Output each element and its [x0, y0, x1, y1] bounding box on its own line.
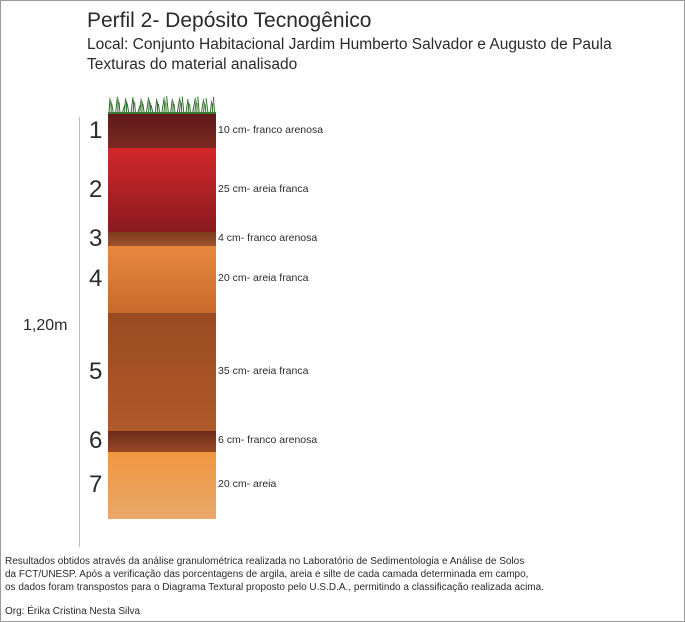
total-depth-label: 1,20m — [23, 317, 68, 334]
grass-icon — [108, 96, 216, 115]
layer-number-2: 2 — [89, 175, 103, 203]
layer-description-7: 20 cm- areia — [218, 478, 277, 491]
layer-description-3: 4 cm- franco arenosa — [218, 231, 318, 244]
footer-text-line-3: os dados foram transpostos para o Diagra… — [5, 582, 544, 593]
figure-title: Perfil 2- Depósito Tecnogênico — [87, 9, 372, 32]
layer-description-5: 35 cm- areia franca — [218, 365, 309, 378]
layer-number-1: 1 — [89, 116, 103, 144]
layer-description-6: 6 cm- franco arenosa — [218, 434, 318, 447]
soil-layer-5 — [108, 313, 216, 432]
location-subtitle: Local: Conjunto Habitacional Jardim Humb… — [87, 36, 612, 53]
layer-number-7: 7 — [89, 471, 103, 499]
depth-scale-line — [79, 117, 80, 547]
soil-layer-3 — [108, 232, 216, 246]
layer-number-3: 3 — [89, 224, 103, 252]
layer-description-1: 10 cm- franco arenosa — [218, 123, 324, 136]
textures-subtitle: Texturas do material analisado — [87, 56, 298, 73]
soil-layer-6 — [108, 431, 216, 452]
footer-text-line-2: da FCT/UNESP. Após a verificação das por… — [5, 569, 529, 580]
soil-layer-1 — [108, 114, 216, 148]
soil-layer-7 — [108, 451, 216, 519]
soil-layer-2 — [108, 147, 216, 233]
footer-credit: Org: Érika Cristina Nesta Silva — [5, 606, 141, 617]
soil-profile — [108, 114, 216, 519]
soil-layer-4 — [108, 245, 216, 314]
layer-number-6: 6 — [89, 427, 103, 455]
layer-number-4: 4 — [89, 265, 103, 293]
layer-description-2: 25 cm- areia franca — [218, 182, 309, 195]
layer-description-4: 20 cm- areia franca — [218, 272, 309, 285]
footer-text-line-1: Resultados obtidos através da análise gr… — [5, 556, 525, 567]
layer-number-5: 5 — [89, 358, 103, 386]
